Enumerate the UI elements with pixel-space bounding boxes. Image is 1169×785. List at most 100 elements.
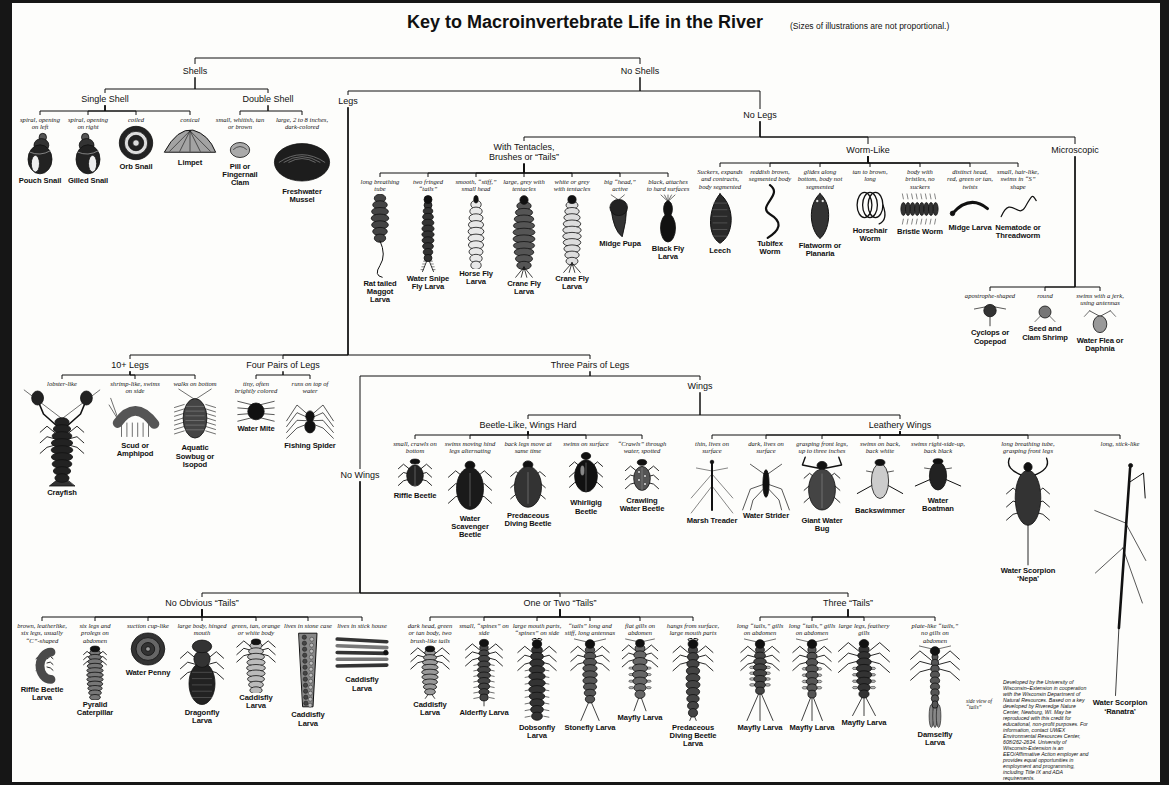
tree-connector: [820, 156, 868, 167]
diagram-title: Key to Macroinvertebrate Life in the Riv…: [385, 12, 785, 33]
organism-illustration: [847, 184, 893, 226]
organism-description: lobster-like: [20, 380, 104, 387]
organism-entry: dark head, green or tan body, two brush-…: [404, 622, 456, 718]
category-heading: No Shells: [621, 66, 660, 76]
organism-entry: coiledOrb Snail: [114, 116, 158, 172]
organism-illustration: [168, 388, 222, 443]
tree-connector: [430, 609, 560, 621]
tree-connector: [868, 156, 920, 167]
organism-description: six legs and prolegs on abdomen: [69, 622, 121, 644]
organism-description: plate-like “tails,” no gills on abdomen: [909, 622, 961, 644]
organism-illustration: [1020, 300, 1070, 324]
organism-illustration: [560, 448, 612, 498]
tree-connector: [202, 609, 256, 621]
organism-illustration: [740, 456, 792, 511]
organism-entry: large body, hinged mouthDragonfly Larva: [175, 622, 229, 725]
organism-entry: dark, lives on surfaceWater Strider: [740, 440, 792, 520]
organism-illustration: [213, 132, 267, 162]
organism-description: tiny, often brightly colored: [232, 380, 280, 395]
category-heading: Legs: [338, 96, 358, 106]
heading-text: Shells: [183, 66, 208, 76]
top-bracket: [195, 58, 640, 64]
organism-name: Nematode or Threadworm: [994, 224, 1042, 240]
organism-illustration: [406, 194, 450, 274]
organism-entry: back legs move at same timePredaceous Di…: [501, 440, 555, 528]
tree-connector: [202, 609, 362, 621]
organism-description: swims on surface: [560, 440, 612, 447]
organism-description: reddish brown, segmented body: [747, 168, 793, 183]
organism-entry: body with bristles, no suckersBristle Wo…: [897, 168, 943, 236]
category-heading: With Tentacles, Brushes or “Tails”: [478, 142, 570, 163]
tree-connector: [360, 481, 848, 597]
category-heading: 10+ Legs: [111, 360, 148, 370]
organism-name: Black Fly Larva: [646, 245, 690, 261]
organism-illustration: [838, 638, 890, 718]
tree-connector: [868, 156, 970, 167]
organism-illustration: [358, 194, 402, 279]
organism-entry: spiral, opening on leftPouch Snail: [17, 116, 63, 185]
organism-name: Water Scorpion ‘Ranatra’: [1092, 699, 1148, 715]
heading-text: Worm-Like: [846, 145, 889, 155]
organism-name: Bristle Worm: [897, 228, 943, 236]
organism-name: Aquatic Sowbug or Isopod: [168, 444, 222, 469]
tree-connector: [590, 371, 700, 380]
organism-description: lives in stone case: [283, 622, 333, 629]
organism-description: distinct head, red, green or tan, twists: [947, 168, 993, 190]
organism-name: Riffle Beetle Larva: [17, 686, 67, 702]
heading-text: No Obvious “Tails”: [165, 598, 239, 608]
organism-entry: swims with a jerk, using antennasWater F…: [1074, 292, 1126, 353]
tree-connector: [268, 105, 302, 115]
organism-illustration: [501, 456, 555, 511]
organism-description: large body, hinged mouth: [175, 622, 229, 637]
tree-connector: [770, 156, 868, 167]
organism-description: apostrophe-shaped: [964, 292, 1016, 299]
organism-illustration: [797, 191, 843, 241]
category-heading: Single Shell: [81, 94, 129, 104]
organism-entry: long breathing tubeRat tailed Maggot Lar…: [358, 178, 402, 304]
organism-entry: swims on back, back whiteBackswimmer: [853, 440, 907, 515]
organism-entry: small, hair-like, swims in “S” shapeNema…: [994, 168, 1042, 241]
organism-name: Pyralid Caterpillar: [69, 701, 121, 717]
organism-description: body with bristles, no suckers: [897, 168, 943, 190]
organism-description: large, 2 to 8 inches, dark-colored: [272, 116, 332, 131]
organism-description: tan to brown, long: [847, 168, 893, 183]
tree-connector: [476, 164, 524, 177]
organism-illustration: [947, 191, 993, 223]
organism-entry: small, whitish, tan or brownPill or Fing…: [213, 116, 267, 187]
organism-description: small, hair-like, swims in “S” shape: [994, 168, 1042, 190]
organism-illustration: [911, 456, 965, 496]
tree-connector: [105, 105, 190, 115]
organism-description: lives in stick house: [335, 622, 389, 629]
organism-entry: small, “spines” on sideAlderfly Larva: [459, 622, 509, 717]
organism-name: Whirligig Beetle: [560, 499, 612, 515]
tree-connector: [528, 392, 700, 419]
organism-description: shrimp-like, swims on side: [108, 380, 162, 395]
organism-description: glides along bottom, body not segmented: [797, 168, 843, 190]
organism-entry: large legs, feathery gillsMayfly Larva: [838, 622, 890, 727]
tree-connector: [560, 609, 590, 621]
organism-name: Giant Water Bug: [794, 517, 850, 533]
organism-name: Backswimmer: [853, 507, 907, 515]
heading-text: No Legs: [743, 110, 777, 120]
tree-connector: [524, 121, 760, 141]
organism-illustration: [747, 184, 793, 239]
organism-name: Stonefly Larva: [564, 724, 616, 732]
organism-description: large mouth parts, “spines” on side: [511, 622, 563, 637]
tree-connector: [130, 107, 348, 359]
tree-connector: [88, 105, 105, 115]
organism-name: Orb Snail: [114, 163, 158, 171]
organism-illustration: [389, 456, 441, 491]
heading-text: Legs: [338, 96, 358, 106]
heading-text: Three Pairs of Legs: [551, 360, 630, 370]
organism-name: Crane Fly Larva: [549, 275, 595, 291]
heading-text: No Wings: [340, 470, 379, 480]
organism-description: suction cup-like: [124, 622, 172, 629]
organism-entry: tiny, often brightly coloredWater Mite: [232, 380, 280, 433]
organism-illustration: [616, 638, 664, 713]
organism-illustration: [283, 630, 333, 710]
organism-illustration: [999, 456, 1057, 566]
organism-name: Fishing Spider: [284, 442, 336, 450]
tree-connector: [868, 156, 1018, 167]
tree-connector: [1075, 156, 1100, 291]
